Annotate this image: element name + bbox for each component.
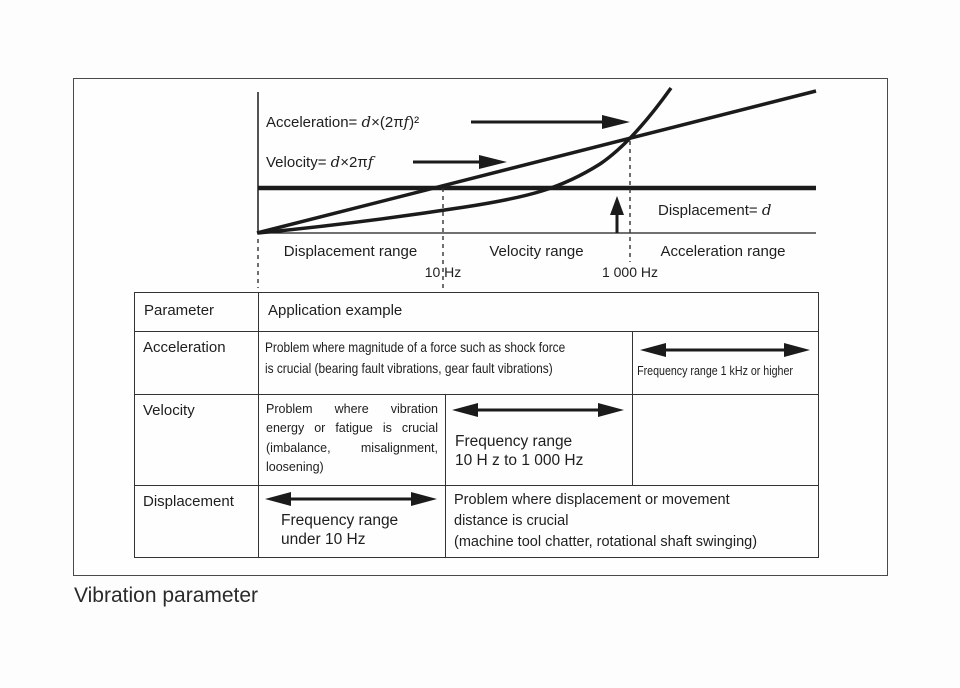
displacement-range-label: Displacement range [283, 243, 418, 260]
acceleration-formula: Acceleration= d×(2πf)² [266, 113, 419, 131]
velocity-description-text: Problem where vibration energy or fatigu… [266, 402, 438, 475]
parameter-table: Parameter Application example Accelerati… [134, 292, 819, 558]
velocity-formula-text: Velocity= [266, 154, 331, 171]
double-arrow-icon [452, 403, 624, 417]
variable-d: d [761, 201, 772, 219]
displacement-frequency-line2: under 10 Hz [281, 531, 366, 549]
header-application-label: Application example [268, 302, 403, 319]
row-acceleration-description: Problem where magnitude of a force such … [258, 331, 632, 394]
displacement-frequency-text: Frequency range under 10 Hz [281, 511, 445, 550]
figure-caption: Vibration parameter [74, 584, 259, 607]
velocity-formula: Velocity= d×2πf [266, 153, 373, 171]
variable-d: d [361, 113, 372, 131]
variable-d: d [330, 153, 341, 171]
displacement-frequency-line1: Frequency range [281, 512, 399, 529]
velocity-range-label: Velocity range [489, 243, 584, 260]
velocity-formula-mid: ×2π [340, 154, 368, 171]
row-velocity-frequency: Frequency range 10 H z to 1 000 Hz [445, 394, 632, 485]
acceleration-frequency-text: Frequency range 1 kHz or higher [637, 363, 793, 378]
tick-10hz: 10 Hz [424, 264, 462, 280]
row-velocity-empty [632, 394, 818, 485]
row-velocity-parameter: Velocity [135, 394, 258, 485]
row-displacement-frequency: Frequency range under 10 Hz [258, 485, 445, 557]
acceleration-description-text: Problem where magnitude of a force such … [264, 339, 566, 376]
header-application: Application example [258, 293, 818, 331]
displacement-description-text: Problem where displacement or movement d… [454, 492, 758, 551]
velocity-frequency-text: Frequency range 10 H z to 1 000 Hz [455, 432, 632, 471]
header-parameter-label: Parameter [144, 302, 215, 319]
velocity-label: Velocity [143, 402, 195, 419]
acceleration-range-label: Acceleration range [660, 243, 786, 260]
acceleration-formula-text: Acceleration= [266, 114, 362, 131]
velocity-frequency-line2: 10 H z to 1 000 Hz [455, 452, 584, 470]
row-acceleration-parameter: Acceleration [135, 331, 258, 394]
double-arrow-icon [265, 492, 437, 506]
variable-f: f [403, 113, 410, 131]
acceleration-formula-suffix: )² [409, 114, 420, 131]
displacement-formula: Displacement= d [658, 201, 771, 219]
acceleration-label: Acceleration [143, 339, 226, 356]
tick-1000hz: 1 000 Hz [601, 264, 659, 280]
row-velocity-description: Problem where vibration energy or fatigu… [258, 394, 445, 485]
double-arrow-icon [640, 343, 810, 357]
acceleration-formula-mid: ×(2π [371, 114, 404, 131]
header-parameter: Parameter [135, 293, 258, 331]
row-acceleration-frequency: Frequency range 1 kHz or higher [632, 331, 818, 394]
row-displacement-description: Problem where displacement or movement d… [445, 485, 818, 557]
variable-f: f [367, 153, 374, 171]
row-displacement-parameter: Displacement [135, 485, 258, 557]
displacement-formula-text: Displacement= [658, 202, 762, 219]
displacement-label: Displacement [143, 493, 234, 510]
velocity-frequency-line1: Frequency range [455, 433, 573, 450]
